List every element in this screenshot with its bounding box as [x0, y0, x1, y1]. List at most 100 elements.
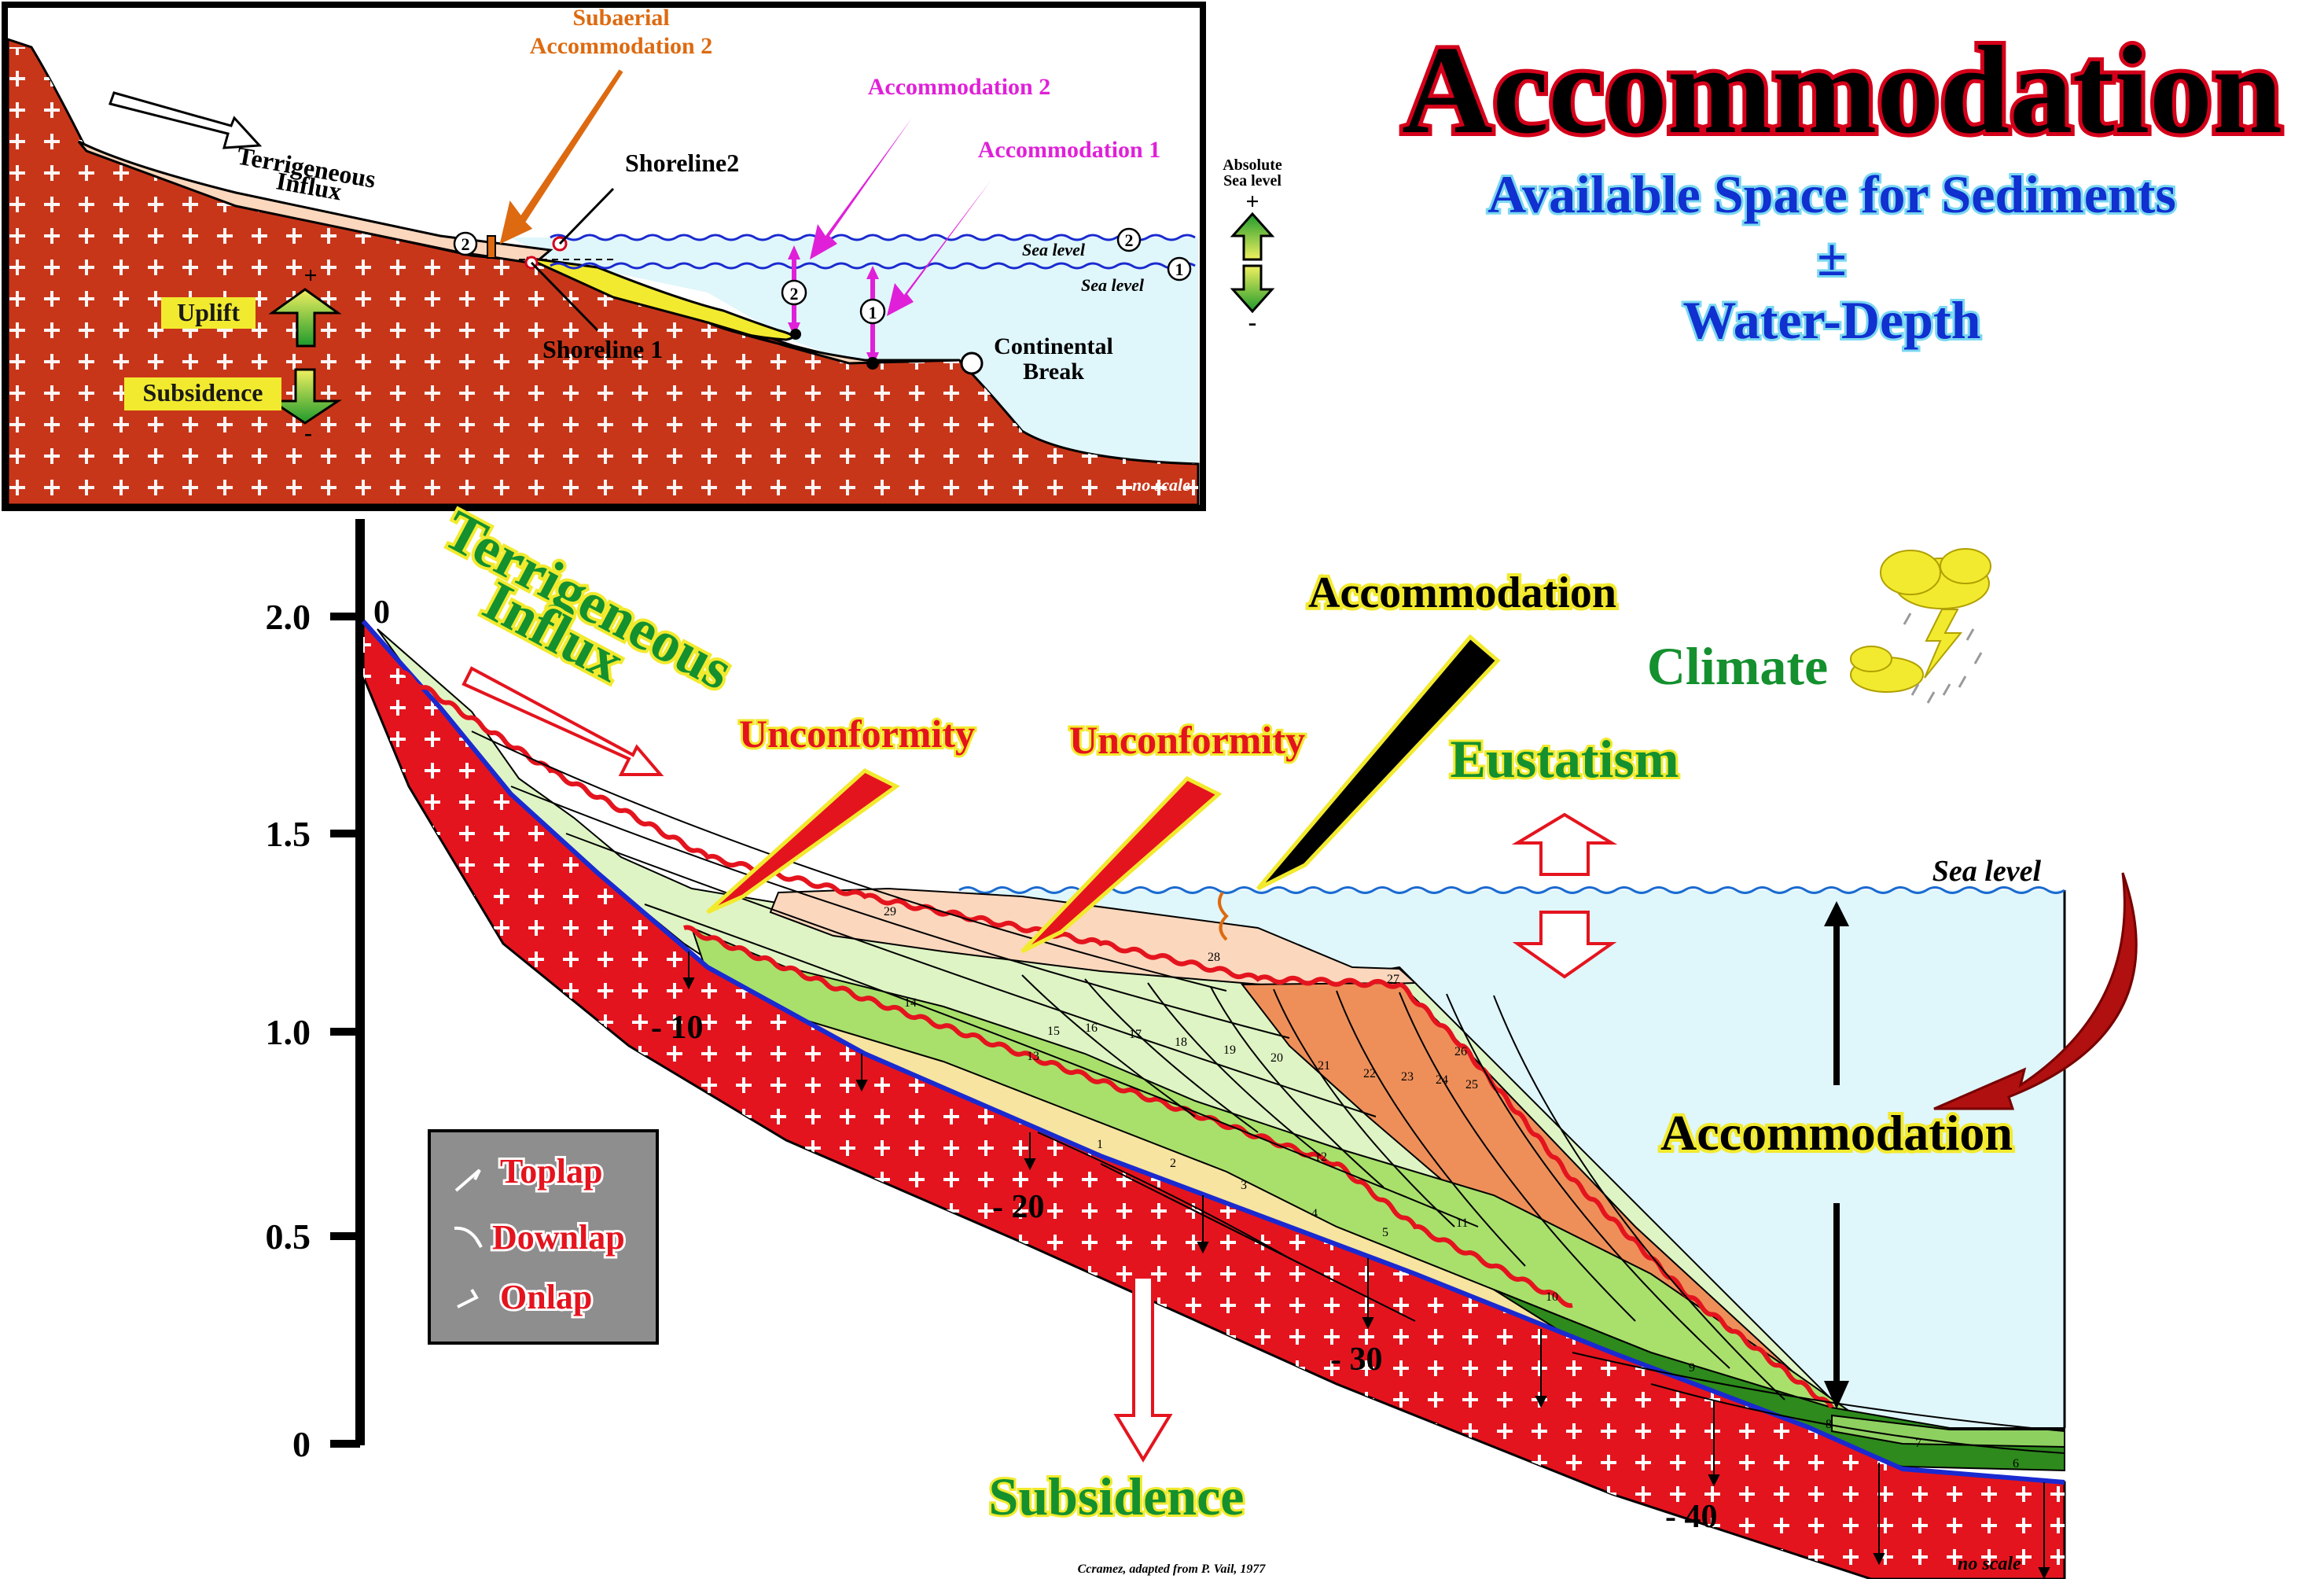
terrigeneous-influx-arrow	[461, 666, 664, 776]
unconformity-left-label: Unconformity	[739, 712, 975, 756]
y-tick-1-5: 1.5	[266, 814, 311, 854]
inset-diagram: 2 2 1 2 1 Subaerial Accommodation 2 Acco…	[2, 2, 1282, 511]
layer-11: 11	[1456, 1216, 1468, 1230]
inset-sea-level-up-arrow	[1230, 212, 1275, 261]
depth-label-40: - 40	[1665, 1499, 1718, 1535]
layer-13: 13	[1027, 1050, 1039, 1063]
legend-downlap: Downlap	[492, 1218, 625, 1257]
unconformity-lower-line	[1399, 982, 1834, 1409]
layer-3: 3	[1241, 1179, 1247, 1192]
eustatism-label: Eustatism	[1451, 729, 1679, 789]
layer-6: 6	[2013, 1457, 2019, 1470]
storm-cloud-icon	[1850, 548, 1991, 704]
toplap-icon	[454, 1169, 481, 1192]
inset-sea-level-1-label: Sea level	[1081, 275, 1145, 295]
inset-marker-2b: 2	[790, 284, 799, 304]
inset-marker-2a: 2	[461, 234, 470, 254]
inset-influx-arrow	[108, 91, 263, 149]
inset-accommodation-1-arrow	[887, 181, 991, 316]
accommodation-top-label: Accommodation	[1308, 569, 1616, 617]
y-tick-0-5: 0.5	[266, 1216, 311, 1257]
basement-subsidence-arrows	[682, 951, 2050, 1579]
eustatism-up-arrow	[1511, 812, 1618, 876]
layer-18: 18	[1175, 1036, 1187, 1049]
layer-1: 1	[1097, 1138, 1103, 1151]
subsidence-big-arrow	[1113, 1275, 1173, 1463]
inset-absolute-sea-level-1: Absolute	[1223, 156, 1282, 174]
accommodation-curved-arrow	[1933, 872, 2138, 1110]
layer-17: 17	[1129, 1028, 1142, 1041]
inset-absolute-sea-level-2: Sea level	[1223, 172, 1282, 190]
inset-shoreline-2-label: Shoreline2	[625, 149, 739, 177]
subtitle-line-3: Water-Depth	[1683, 290, 1981, 350]
unconformity-right-arrow	[1020, 775, 1223, 954]
inset-continental-break-1: Continental	[994, 333, 1113, 359]
subtitle-line-2: ±	[1817, 227, 1846, 287]
main-sea-level-line	[958, 886, 2065, 894]
layer-light-green-base	[1831, 1414, 2065, 1448]
main-sea	[959, 890, 2065, 1428]
accommodation-top-arrow	[1256, 634, 1501, 891]
inset-subaerial-arrow	[499, 69, 623, 245]
title-main: Accommodation	[1402, 20, 2282, 160]
clinoform-lines	[471, 731, 2065, 1454]
layer-10: 10	[1546, 1290, 1558, 1304]
inset-accommodation-2-arrow	[810, 118, 912, 259]
inset-uplift-plus: +	[303, 263, 317, 289]
layer-8: 8	[1826, 1418, 1832, 1431]
y-tick-2-0: 2.0	[266, 597, 311, 637]
inset-continental-break-2: Break	[1023, 359, 1084, 385]
unconformity-right-label: Unconformity	[1069, 718, 1305, 762]
eustatism-down-arrow	[1512, 911, 1617, 979]
y-tick-0: 0	[292, 1424, 311, 1464]
layer-15: 15	[1047, 1025, 1060, 1038]
inset-sea-level-1-marker: 1	[1175, 259, 1184, 279]
credit-line: Ccramez, adapted from P. Vail, 1977	[1078, 1562, 1267, 1576]
inset-subsidence-label: Subsidence	[143, 378, 263, 407]
inset-shoreline-1-label: Shoreline 1	[542, 335, 663, 363]
legend-toplap: Toplap	[500, 1152, 602, 1191]
y-axis-ticks	[330, 613, 360, 1448]
basement-top-line	[361, 620, 2065, 1485]
inset-subsidence-minus: -	[304, 420, 312, 446]
layer-7: 7	[1915, 1437, 1921, 1450]
inset-accommodation-2-label: Accommodation 2	[868, 74, 1050, 100]
layer-19: 19	[1223, 1043, 1236, 1057]
inset-sea-level-minus: -	[1248, 307, 1257, 336]
inset-uplift-arrow	[268, 288, 342, 348]
inset-marker-1: 1	[869, 303, 877, 322]
layer-number-labels: 1 2 3 4 5 6 7 8 9 10 11 12 13 14 15 16 1…	[884, 905, 2019, 1470]
inset-sea	[511, 237, 1198, 466]
subsidence-label: Subsidence	[989, 1467, 1245, 1526]
inset-no-scale: no scale	[1132, 475, 1190, 495]
layer-24: 24	[1436, 1073, 1448, 1087]
downlap-icon	[454, 1226, 483, 1249]
main-no-scale: no scale	[1958, 1554, 2021, 1574]
inset-uplift-label: Uplift	[177, 298, 240, 326]
depth-label-30: - 30	[1330, 1342, 1383, 1378]
subtitle-line-1: Available Space for Sediments	[1487, 164, 2176, 224]
main-cross-section: 2.0 1.5 1.0 0.5 0 0	[266, 495, 2138, 1579]
layer-20: 20	[1270, 1051, 1283, 1065]
legend-box: Toplap Downlap Onlap	[428, 1129, 659, 1345]
inset-subsidence-arrow	[268, 368, 342, 425]
layer-26: 26	[1454, 1045, 1467, 1058]
layer-29: 29	[884, 905, 896, 918]
layer-14: 14	[904, 996, 917, 1010]
inset-sea-level-1	[550, 262, 1196, 270]
inset-accommodation-1-label: Accommodation 1	[978, 137, 1160, 163]
unconformity-left-arrow	[706, 768, 900, 915]
depth-label-20: - 20	[992, 1189, 1045, 1225]
layer-16: 16	[1085, 1021, 1098, 1035]
zero-label: 0	[373, 594, 390, 631]
layer-12: 12	[1315, 1150, 1327, 1164]
climate-label: Climate	[1647, 636, 1828, 696]
layer-5: 5	[1382, 1226, 1388, 1239]
layer-22: 22	[1363, 1067, 1376, 1080]
sea-level-label: Sea level	[1932, 855, 2042, 888]
accommodation-right-label: Accommodation	[1660, 1105, 2013, 1161]
inset-sea-level-2	[550, 234, 1196, 241]
layer-2: 2	[1170, 1157, 1176, 1170]
inset-subaerial-label-1: Subaerial	[572, 5, 669, 31]
